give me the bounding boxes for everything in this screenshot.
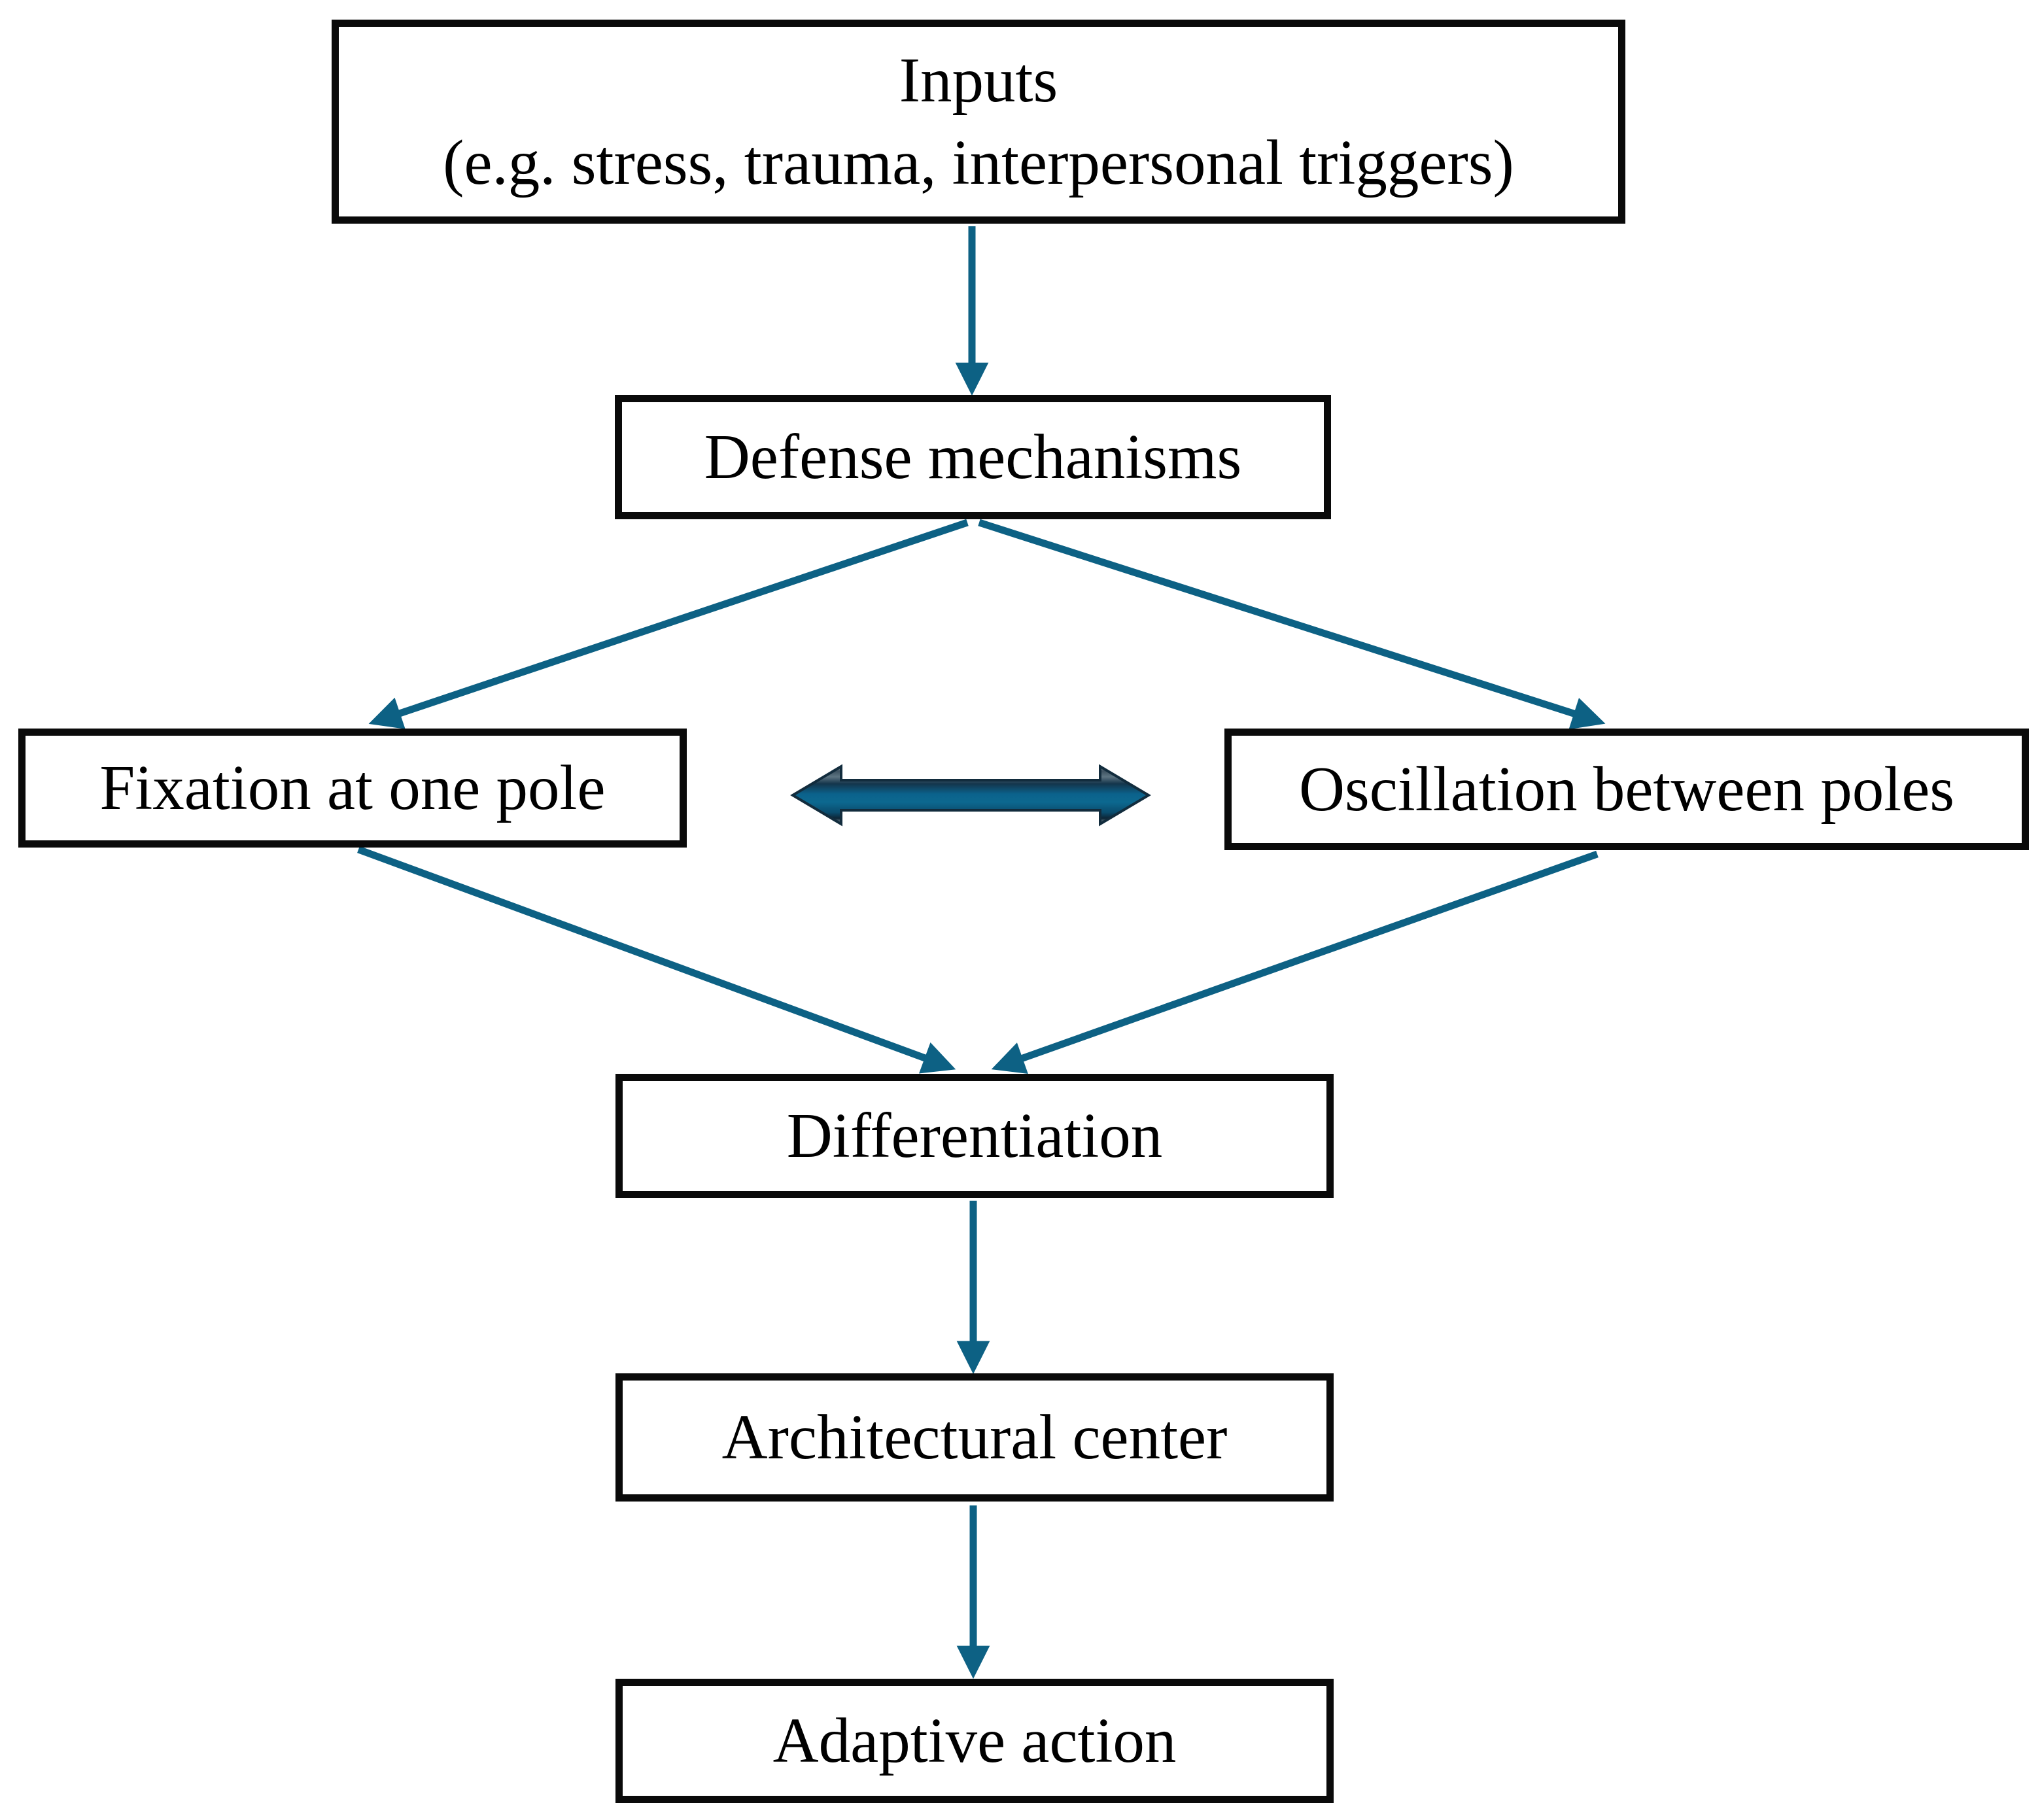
- edge-defense-fixation: [368, 519, 969, 729]
- node-defense-mechanisms: Defense mechanisms: [615, 395, 1331, 519]
- node-inputs: Inputs (e.g. stress, trauma, interperson…: [332, 20, 1625, 224]
- double-arrow-fixation-oscillation: [790, 764, 1151, 827]
- node-differentiation-label: Differentiation: [786, 1100, 1163, 1171]
- node-adaptive-action: Adaptive action: [615, 1679, 1334, 1803]
- edge-fixation-differentiation: [357, 846, 956, 1074]
- node-oscillation-between-poles-label: Oscillation between poles: [1298, 753, 1955, 824]
- node-differentiation: Differentiation: [615, 1074, 1334, 1198]
- node-inputs-title: Inputs: [899, 44, 1058, 115]
- node-inputs-subtitle: (e.g. stress, trauma, interpersonal trig…: [443, 128, 1514, 197]
- edge-defense-oscillation: [978, 519, 1606, 730]
- node-architectural-center-label: Architectural center: [721, 1401, 1228, 1472]
- node-architectural-center: Architectural center: [615, 1373, 1334, 1502]
- node-adaptive-action-label: Adaptive action: [772, 1705, 1177, 1776]
- node-defense-mechanisms-label: Defense mechanisms: [704, 421, 1242, 492]
- node-oscillation-between-poles: Oscillation between poles: [1224, 729, 2029, 850]
- node-fixation-at-one-pole: Fixation at one pole: [18, 729, 687, 848]
- node-fixation-at-one-pole-label: Fixation at one pole: [99, 752, 606, 823]
- edge-oscillation-differentiation: [991, 850, 1599, 1074]
